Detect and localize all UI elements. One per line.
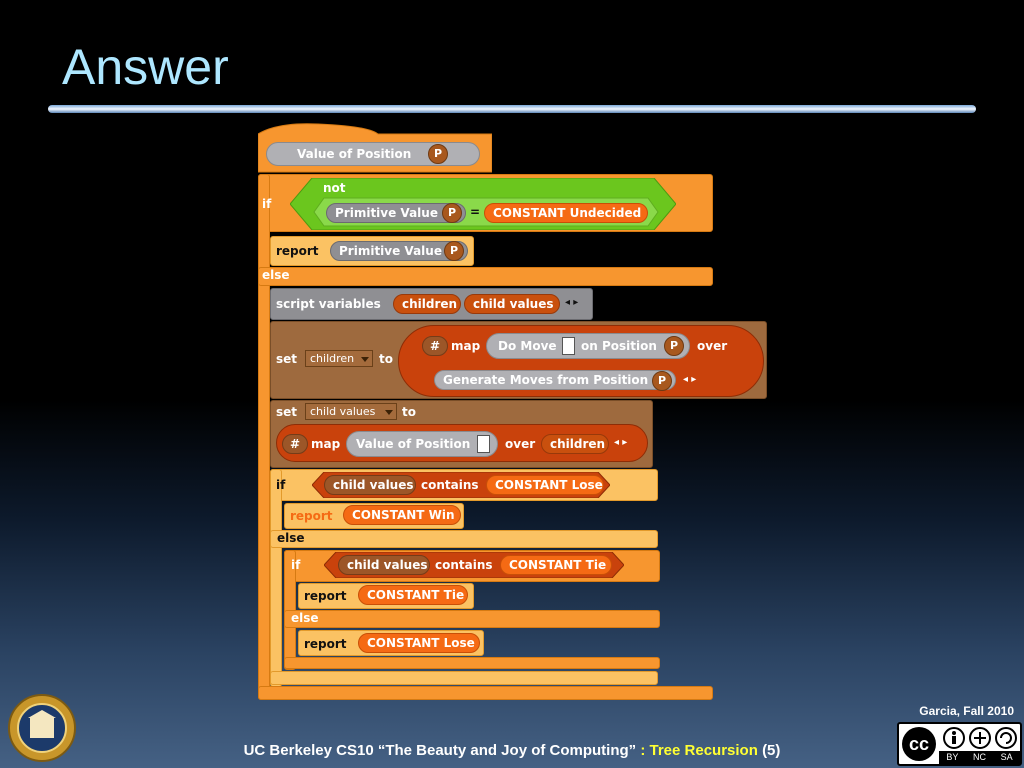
constant-tie-2[interactable]: CONSTANT Tie [358, 585, 468, 605]
report-keyword: report [304, 589, 347, 603]
param-p[interactable]: P [444, 241, 464, 261]
footer-page: (5) [762, 742, 781, 759]
set-var-dropdown-2[interactable]: child values [305, 403, 397, 420]
outer-if-bottom [258, 686, 713, 700]
over-keyword: over [505, 437, 536, 451]
license-strip: BY NC SA [939, 751, 1020, 764]
contains-keyword: contains [421, 478, 479, 492]
map-keyword: map [451, 339, 481, 353]
set-var-dropdown[interactable]: children [305, 350, 373, 367]
var-child-values-ref[interactable]: child values [324, 475, 416, 495]
report-keyword: report [276, 244, 319, 258]
constant-undecided[interactable]: CONSTANT Undecided [484, 203, 648, 223]
outer-else-bar [258, 267, 713, 286]
expand-arrows[interactable]: ◂ ▸ [565, 297, 579, 308]
if-keyword: if [291, 558, 301, 572]
seal-graphic [8, 694, 76, 762]
constant-lose-2[interactable]: CONSTANT Lose [358, 633, 480, 653]
to-keyword: to [379, 352, 393, 366]
nc-icon [969, 727, 991, 749]
inner-if-arm [270, 469, 282, 687]
expand-arrows[interactable]: ◂ ▸ [683, 374, 697, 385]
innermost-else-bar [284, 610, 660, 628]
var-children[interactable]: children [393, 294, 461, 314]
if-keyword: if [276, 478, 286, 492]
berkeley-seal-logo [8, 694, 76, 762]
hat-param[interactable]: P [428, 144, 448, 164]
innermost-if-bottom [284, 657, 660, 669]
hash-ring[interactable]: # [422, 336, 448, 356]
generate-moves-reporter[interactable]: Generate Moves from Position [434, 370, 676, 390]
cc-license-badge: cc BY NC SA [897, 722, 1022, 766]
else-keyword: else [277, 531, 305, 545]
report-keyword: report [304, 637, 347, 651]
over-keyword: over [697, 339, 728, 353]
var-children-ref[interactable]: children [541, 434, 609, 454]
else-keyword: else [262, 268, 290, 282]
license-by: BY [946, 752, 959, 762]
to-keyword: to [402, 405, 416, 419]
title-divider [48, 105, 976, 113]
value-of-position-label: Value of Position [356, 437, 471, 451]
outer-if-keyword: if [262, 197, 272, 211]
contains-keyword: contains [435, 558, 493, 572]
expand-arrows[interactable]: ◂ ▸ [614, 437, 628, 448]
else-keyword: else [291, 611, 319, 625]
inner-else-bar [270, 530, 658, 548]
empty-slot[interactable] [562, 337, 575, 355]
license-sa: SA [1000, 752, 1013, 762]
primitive-value-reporter[interactable]: Primitive Value [326, 203, 466, 223]
cc-icon: cc [902, 727, 936, 761]
set-keyword: set [276, 405, 298, 419]
param-p[interactable]: P [652, 371, 672, 391]
license-nc: NC [973, 752, 986, 762]
hat-block[interactable]: Value of Position P [258, 120, 492, 175]
not-keyword: not [323, 181, 346, 195]
value-of-position-ring[interactable] [346, 431, 498, 457]
equals-sign: = [470, 205, 481, 219]
map-keyword: map [311, 437, 341, 451]
set-keyword: set [276, 352, 298, 366]
param-p[interactable]: P [664, 336, 684, 356]
by-icon [943, 727, 965, 749]
var-child-values[interactable]: child values [464, 294, 560, 314]
outer-if-arm [258, 174, 270, 700]
constant-tie[interactable]: CONSTANT Tie [500, 555, 612, 575]
footer-course: UC Berkeley CS10 “The Beauty and Joy of … [243, 742, 641, 759]
on-position-label: on Position [581, 339, 657, 353]
author-credit: Garcia, Fall 2010 [919, 704, 1014, 718]
do-move-ring[interactable] [486, 333, 690, 359]
inner-if-bottom [270, 671, 658, 685]
sa-icon [995, 727, 1017, 749]
do-move-label: Do Move [498, 339, 557, 353]
slide-footer: UC Berkeley CS10 “The Beauty and Joy of … [0, 742, 1024, 759]
report-keyword: report [290, 509, 333, 523]
constant-win[interactable]: CONSTANT Win [343, 505, 461, 525]
var-child-values-ref[interactable]: child values [338, 555, 430, 575]
param-p[interactable]: P [442, 203, 462, 223]
script-variables-keyword: script variables [276, 297, 381, 311]
constant-lose[interactable]: CONSTANT Lose [486, 475, 604, 495]
empty-slot[interactable] [477, 435, 490, 453]
primitive-value-reporter-2[interactable]: Primitive Value [330, 241, 468, 261]
footer-topic: : Tree Recursion [640, 742, 758, 759]
hash-ring[interactable]: # [282, 434, 308, 454]
slide-title: Answer [62, 39, 229, 95]
